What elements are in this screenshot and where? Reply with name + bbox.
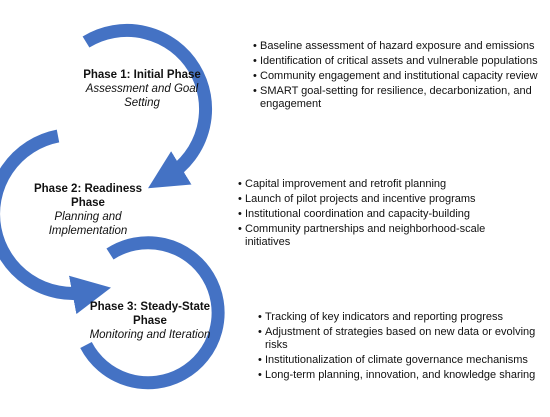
phase-1-bullet: Baseline assessment of hazard exposure a… <box>253 40 545 53</box>
phase-1-bullet: Community engagement and institutional c… <box>253 70 545 83</box>
phase-2-bullets: Capital improvement and retrofit plannin… <box>238 178 500 251</box>
phase-3-subtitle: Monitoring and Iteration <box>89 329 211 341</box>
phase-1-bullet: SMART goal-setting for resilience, decar… <box>253 85 545 111</box>
phase-1-ring <box>82 23 213 189</box>
phase-1-title: Phase 1: Initial Phase <box>83 69 201 81</box>
phase-1-label: Phase 1: Initial Phase Assessment and Go… <box>72 68 212 110</box>
phase-3-bullets: Tracking of key indicators and reporting… <box>258 311 548 384</box>
phase-2-title: Phase 2: Readiness Phase <box>33 183 143 209</box>
phase-2-bullet: Community partnerships and neighborhood-… <box>238 223 500 249</box>
phase-1-bullet: Identification of critical assets and vu… <box>253 55 545 68</box>
phase-2-bullet: Capital improvement and retrofit plannin… <box>238 178 500 191</box>
phase-3-bullet: Tracking of key indicators and reporting… <box>258 311 548 324</box>
phase-3-ring <box>80 236 225 390</box>
phase-2-label: Phase 2: Readiness Phase Planning and Im… <box>28 182 148 238</box>
phase-2-ring <box>0 129 111 315</box>
phase-3-bullet: Adjustment of strategies based on new da… <box>258 326 548 352</box>
phase-2-bullet: Institutional coordination and capacity-… <box>238 208 500 221</box>
phase-2-bullet: Launch of pilot projects and incentive p… <box>238 193 500 206</box>
phase-1-bullets: Baseline assessment of hazard exposure a… <box>253 40 545 113</box>
phase-3-bullet: Institutionalization of climate governan… <box>258 354 548 367</box>
phase-3-bullet: Long-term planning, innovation, and know… <box>258 369 548 382</box>
phase-1-subtitle: Assessment and Goal Setting <box>85 83 199 109</box>
phase-2-subtitle: Planning and Implementation <box>48 211 128 237</box>
phase-3-title: Phase 3: Steady-State Phase <box>89 301 211 327</box>
phase-3-label: Phase 3: Steady-State Phase Monitoring a… <box>80 300 220 342</box>
